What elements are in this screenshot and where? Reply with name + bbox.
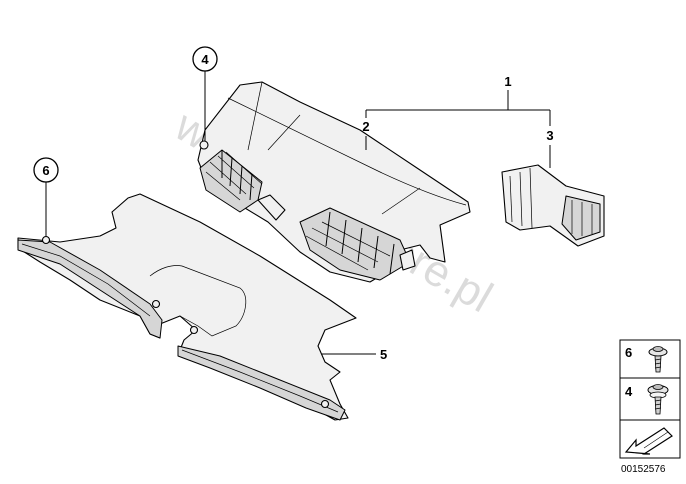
- washer-screw-icon: [647, 384, 669, 415]
- part-5-cowl-cover: [17, 193, 357, 421]
- callout-1-2-3-bracket: 1 2 3: [362, 74, 554, 168]
- flange-screw-icon: [648, 346, 668, 373]
- callout-4-label: 4: [201, 52, 209, 67]
- part-2-intake-housing: [197, 81, 471, 283]
- part-3-duct-bellow: [501, 164, 605, 247]
- callout-6-label: 6: [42, 163, 49, 178]
- fastener-legend: 6 4 00152576: [619, 339, 681, 475]
- callout-6-marker: 6: [33, 157, 59, 236]
- callout-5-label: 5: [380, 347, 387, 362]
- diagram-id: 00152576: [621, 464, 666, 475]
- legend-number-6: 6: [625, 345, 632, 360]
- callout-4-marker: 4: [192, 46, 218, 141]
- callout-2-label: 2: [362, 119, 369, 134]
- legend-number-4: 4: [625, 384, 633, 399]
- callout-5-marker: 5: [322, 347, 387, 362]
- callout-3-label: 3: [546, 128, 553, 143]
- callout-1-label: 1: [504, 74, 511, 89]
- direction-arrow-icon: [624, 427, 673, 455]
